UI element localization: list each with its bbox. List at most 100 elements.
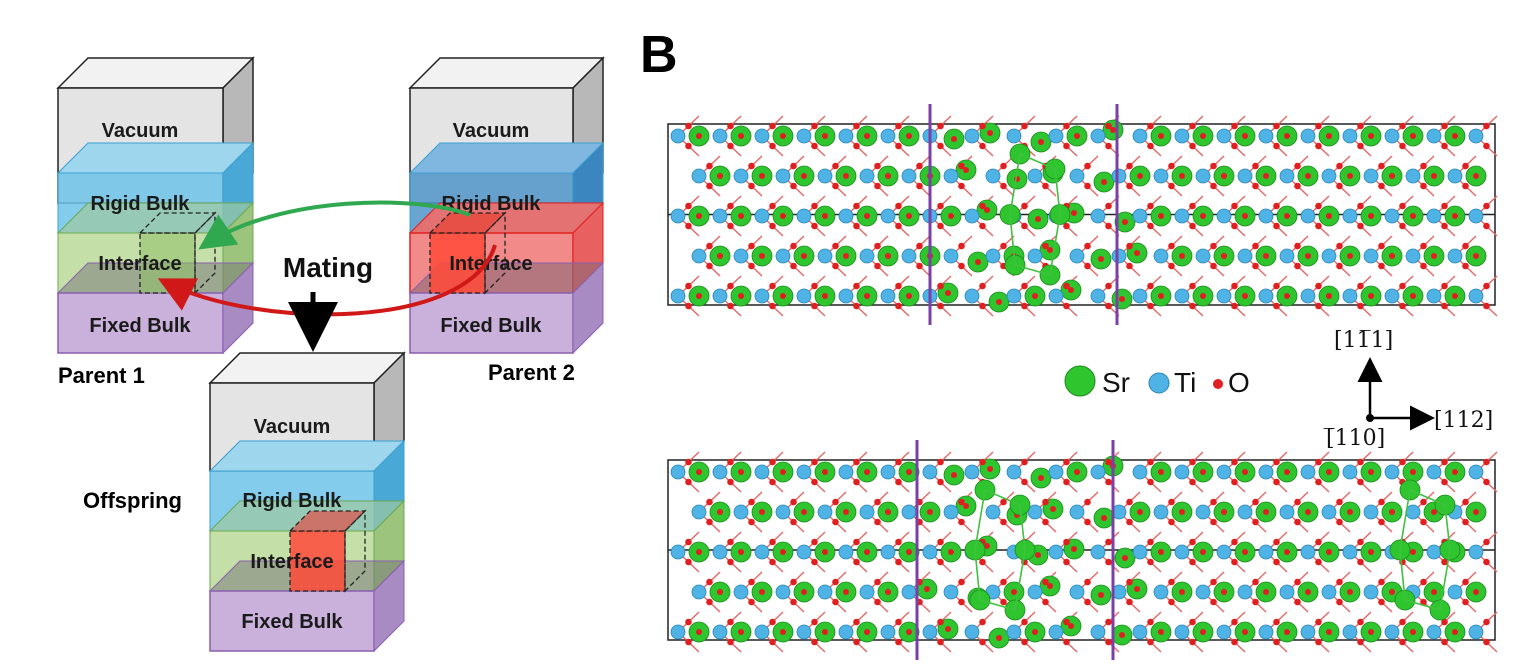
o-atom [1347, 509, 1353, 515]
o-atom [1231, 142, 1238, 150]
o-atom [1221, 173, 1227, 179]
o-atom [738, 213, 744, 219]
o-atom [1147, 558, 1154, 566]
o-atom [759, 173, 765, 179]
o-atom [1200, 469, 1206, 475]
ti-atom [1048, 624, 1064, 640]
ti-atom [1468, 464, 1484, 480]
o-atom [832, 242, 839, 250]
o-atom [748, 498, 755, 506]
o-atom [727, 302, 734, 310]
ti-atom [1468, 624, 1484, 640]
ti-atom [1132, 208, 1148, 224]
o-atom [979, 142, 986, 150]
o-atom [1084, 578, 1091, 586]
o-atom [1189, 142, 1196, 150]
o-atom [1231, 222, 1238, 230]
o-atom [1420, 262, 1427, 270]
ti-atom [1216, 544, 1232, 560]
o-atom [1126, 262, 1133, 270]
o-atom [1483, 538, 1490, 546]
o-atom [1336, 242, 1343, 250]
o-atom [1068, 287, 1074, 293]
o-atom [895, 638, 902, 646]
o-atom [717, 509, 723, 515]
ti-atom [943, 584, 959, 600]
o-atom [1368, 469, 1374, 475]
ti-atom [691, 168, 707, 184]
ti-atom [1447, 168, 1463, 184]
o-atom [748, 518, 755, 526]
o-atom [1368, 133, 1374, 139]
o-atom [1294, 498, 1301, 506]
o-atom [1336, 498, 1343, 506]
o-atom [1263, 173, 1269, 179]
o-atom [864, 629, 870, 635]
ti-atom [1090, 464, 1106, 480]
o-atom [1200, 293, 1206, 299]
ti-atom [1237, 248, 1253, 264]
legend-o-label: O [1228, 367, 1250, 398]
o-atom [1021, 618, 1028, 626]
o-atom [696, 629, 702, 635]
o-atom [1105, 202, 1112, 210]
ti-atom [1216, 208, 1232, 224]
ti-atom [1237, 584, 1253, 600]
o-atom [1441, 478, 1448, 486]
ti-atom [1216, 288, 1232, 304]
o-atom [685, 538, 692, 546]
o-atom [1147, 538, 1154, 546]
o-atom [1462, 578, 1469, 586]
o-atom [1068, 623, 1074, 629]
o-atom [822, 213, 828, 219]
o-atom [1357, 558, 1364, 566]
o-atom [1189, 538, 1196, 546]
o-atom [1038, 475, 1044, 481]
ti-atom [838, 624, 854, 640]
o-atom [1210, 262, 1217, 270]
o-atom [874, 518, 881, 526]
o-atom [1084, 242, 1091, 250]
o-atom [1483, 282, 1490, 290]
ti-atom [880, 128, 896, 144]
o-atom [1000, 598, 1007, 606]
o-atom [1389, 589, 1395, 595]
o-atom [1035, 216, 1041, 222]
o-atom [1200, 549, 1206, 555]
panel-b-label: B [640, 26, 678, 84]
o-atom [1315, 122, 1322, 130]
o-atom [769, 282, 776, 290]
o-atom [706, 518, 713, 526]
ti-atom [964, 208, 980, 224]
o-atom [1105, 538, 1112, 546]
o-atom [1000, 162, 1007, 170]
o-atom [1357, 282, 1364, 290]
o-atom [832, 182, 839, 190]
o-atom [937, 222, 944, 230]
o-atom [1105, 122, 1112, 130]
o-atom [1431, 173, 1437, 179]
o-atom [1305, 173, 1311, 179]
o-atom [853, 142, 860, 150]
o-atom [685, 458, 692, 466]
ti-atom [1027, 504, 1043, 520]
o-atom [769, 142, 776, 150]
ti-atom [1363, 584, 1379, 600]
o-atom [924, 586, 930, 592]
parent2-rigid-label: Rigid Bulk [442, 193, 542, 215]
ti-atom [1153, 168, 1169, 184]
sr-polygon [1009, 152, 1061, 277]
o-atom [1189, 202, 1196, 210]
ti-atom [1174, 464, 1190, 480]
ti-atom [754, 288, 770, 304]
o-atom [895, 142, 902, 150]
o-atom [1231, 458, 1238, 466]
o-atom [1210, 518, 1217, 526]
o-atom [1462, 518, 1469, 526]
o-atom [1231, 122, 1238, 130]
o-atom [1294, 578, 1301, 586]
o-atom [1047, 247, 1053, 253]
o-atom [696, 293, 702, 299]
o-atom [1483, 478, 1490, 486]
